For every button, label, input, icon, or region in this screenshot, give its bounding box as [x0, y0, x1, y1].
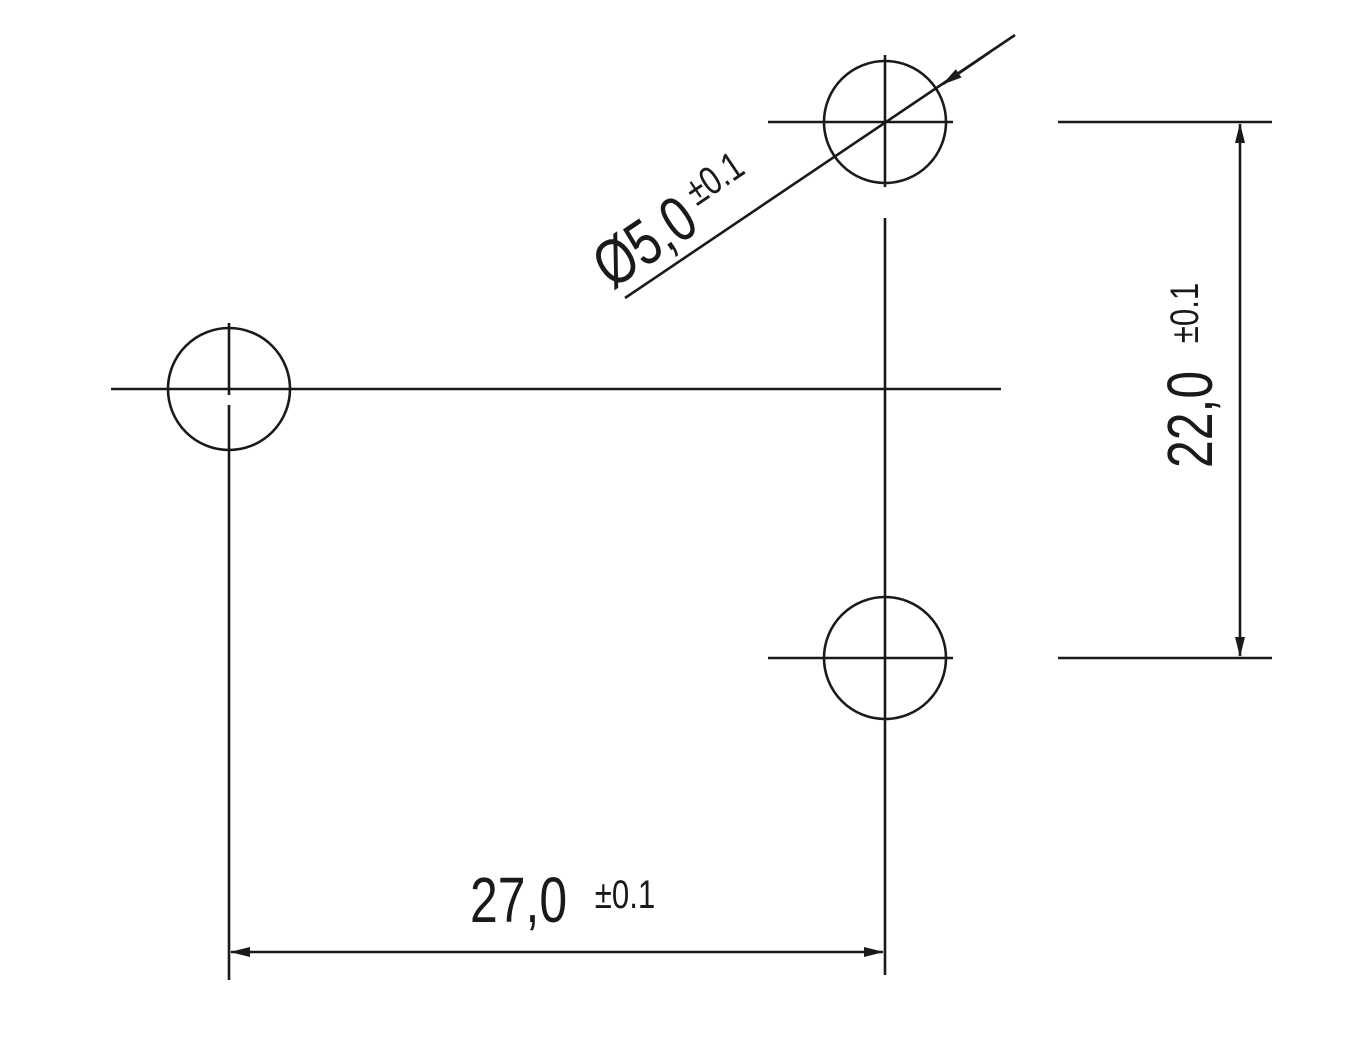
horizontal-value: 27,0 [470, 865, 567, 936]
diameter-dimension: Ø5,0 ±0.1 [580, 33, 1016, 302]
vertical-value: 22,0 [1155, 371, 1226, 468]
hole-left [111, 323, 1001, 980]
diameter-tolerance: ±0.1 [677, 143, 752, 214]
vertical-tolerance: ±0.1 [1162, 283, 1207, 343]
hole-bottom-right [768, 218, 953, 975]
diameter-value: Ø5,0 [580, 182, 710, 302]
horizontal-tolerance: ±0.1 [595, 872, 655, 917]
horizontal-dimension: 27,0 ±0.1 [230, 865, 884, 957]
hole-top-right [768, 55, 953, 187]
vertical-dimension: 22,0 ±0.1 [1058, 120, 1272, 660]
